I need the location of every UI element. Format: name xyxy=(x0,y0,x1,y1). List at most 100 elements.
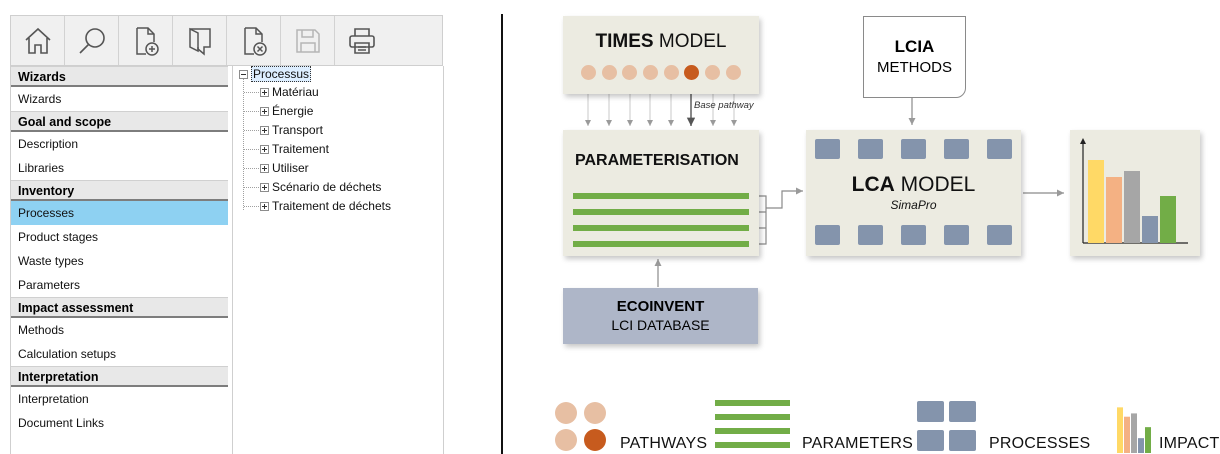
legend-process-square xyxy=(917,401,944,422)
process-square xyxy=(815,139,840,159)
tree-node-utiliser[interactable]: Utiliser xyxy=(260,160,309,176)
tree-branch-line xyxy=(244,92,259,93)
nav-item-parameters[interactable]: Parameters xyxy=(18,278,81,292)
process-square xyxy=(987,225,1012,245)
base-pathway-label: Base pathway xyxy=(694,100,754,111)
legend-impact-bar xyxy=(1145,427,1151,453)
expand-icon[interactable] xyxy=(260,201,269,211)
nav-item-interpretation[interactable]: Interpretation xyxy=(18,392,89,406)
legend-parameter-line xyxy=(715,442,790,448)
legend-pathway-dot xyxy=(584,402,606,424)
tree-node-traitement[interactable]: Traitement xyxy=(260,141,329,157)
nav-item-description[interactable]: Description xyxy=(18,137,79,151)
open-book-button[interactable] xyxy=(173,16,227,65)
tree-label-energie: Énergie xyxy=(272,104,314,118)
process-tree: Processus Matériau Énergie Transport Tra… xyxy=(232,66,444,454)
tree-node-processus[interactable]: Processus xyxy=(239,66,312,82)
times-model-bold: TIMES xyxy=(595,31,654,52)
home-button[interactable] xyxy=(11,16,65,65)
workflow-diagram: TIMES MODEL Base pathway LCIA METHODS PA… xyxy=(540,0,1220,454)
lcia-methods-box: LCIA METHODS xyxy=(863,16,966,98)
tree-node-energie[interactable]: Énergie xyxy=(260,103,313,119)
legend-impact-bar xyxy=(1138,438,1144,453)
lca-model-subtitle: SimaPro xyxy=(890,198,937,212)
expand-icon[interactable] xyxy=(260,87,269,97)
collapse-icon[interactable] xyxy=(239,69,248,79)
nav-item-libraries[interactable]: Libraries xyxy=(18,161,65,175)
lca-model-rest: MODEL xyxy=(894,173,976,196)
pathway-dot xyxy=(602,65,617,80)
impact-bar xyxy=(1088,160,1104,243)
legend-base-pathway-dot xyxy=(584,429,606,451)
impact-bars xyxy=(1088,160,1176,243)
tree-branch-line xyxy=(244,168,259,169)
ecoinvent-box: ECOINVENT LCI DATABASE xyxy=(563,288,758,344)
legend-parameter-line xyxy=(715,428,790,434)
nav-header-impact-assessment[interactable]: Impact assessment xyxy=(11,297,228,318)
tree-branch-line xyxy=(244,149,259,150)
process-square xyxy=(901,139,926,159)
new-document-button[interactable] xyxy=(119,16,173,65)
nav-header-interpretation[interactable]: Interpretation xyxy=(11,366,228,387)
navigation-panel: Wizards Wizards Goal and scope Descripti… xyxy=(10,66,228,454)
open-book-icon xyxy=(188,27,211,56)
nav-header-inventory[interactable]: Inventory xyxy=(11,180,228,201)
parameterisation-box: PARAMETERISATION xyxy=(563,130,759,256)
pathway-dot xyxy=(643,65,658,80)
legend-process-square xyxy=(949,430,976,451)
nav-header-goal-and-scope[interactable]: Goal and scope xyxy=(11,111,228,132)
process-square xyxy=(815,225,840,245)
home-icon xyxy=(24,27,51,54)
legend-pathway-dot xyxy=(555,402,577,424)
nav-item-document-links[interactable]: Document Links xyxy=(18,416,105,430)
save-button[interactable] xyxy=(281,16,335,65)
search-button[interactable] xyxy=(65,16,119,65)
tree-guide-line xyxy=(243,78,244,210)
legend-parameter-line xyxy=(715,414,790,420)
expand-icon[interactable] xyxy=(260,182,269,192)
tree-label-materiau: Matériau xyxy=(272,85,319,99)
tree-label-traitement: Traitement xyxy=(272,142,329,156)
panel-divider xyxy=(501,14,503,454)
legend-processes-label: PROCESSES xyxy=(989,435,1091,452)
tree-label-transport: Transport xyxy=(272,123,323,137)
pathway-dot xyxy=(726,65,741,80)
toolbar xyxy=(10,15,443,66)
nav-item-product-stages[interactable]: Product stages xyxy=(18,230,99,244)
lca-model-box: LCA MODEL SimaPro xyxy=(806,130,1021,256)
nav-item-waste-types[interactable]: Waste types xyxy=(18,254,84,268)
tree-label-utiliser: Utiliser xyxy=(272,161,309,175)
expand-icon[interactable] xyxy=(260,144,269,154)
tree-branch-line xyxy=(244,111,259,112)
tree-node-scenario-de-dechets[interactable]: Scénario de déchets xyxy=(260,179,381,195)
impact-bar xyxy=(1106,177,1122,243)
lcia-subtitle: METHODS xyxy=(877,59,952,76)
pathway-dot xyxy=(664,65,679,80)
legend-process-square xyxy=(917,430,944,451)
process-square xyxy=(901,225,926,245)
tree-node-transport[interactable]: Transport xyxy=(260,122,323,138)
nav-item-wizards[interactable]: Wizards xyxy=(18,92,62,106)
impacts-box xyxy=(1070,130,1200,256)
nav-item-processes[interactable]: Processes xyxy=(11,201,228,225)
legend-impact-bar xyxy=(1124,416,1130,453)
base-pathway-dot xyxy=(684,65,699,80)
process-square xyxy=(944,225,969,245)
legend-parameters-label: PARAMETERS xyxy=(802,435,914,452)
ecoinvent-subtitle: LCI DATABASE xyxy=(611,317,710,333)
parameterisation-title: PARAMETERISATION xyxy=(575,152,739,169)
ecoinvent-title: ECOINVENT xyxy=(616,298,705,315)
expand-icon[interactable] xyxy=(260,163,269,173)
legend-impact-bar xyxy=(1117,407,1123,453)
close-document-button[interactable] xyxy=(227,16,281,65)
tree-node-materiau[interactable]: Matériau xyxy=(260,84,319,100)
new-document-icon xyxy=(135,26,159,56)
tree-branch-line xyxy=(244,130,259,131)
nav-item-methods[interactable]: Methods xyxy=(18,323,65,337)
expand-icon[interactable] xyxy=(260,106,269,116)
tree-node-traitement-de-dechets[interactable]: Traitement de déchets xyxy=(260,198,391,214)
nav-header-wizards[interactable]: Wizards xyxy=(11,66,228,87)
expand-icon[interactable] xyxy=(260,125,269,135)
print-button[interactable] xyxy=(335,16,389,65)
nav-item-calculation-setups[interactable]: Calculation setups xyxy=(18,347,117,361)
